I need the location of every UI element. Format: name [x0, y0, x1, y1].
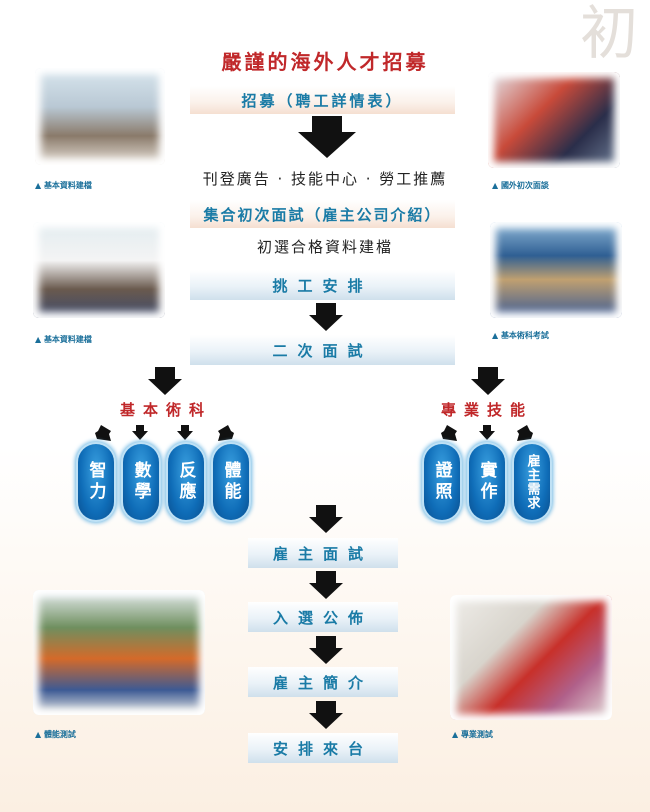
pill-reaction: 反應	[168, 444, 204, 520]
arrow-diagonal-icon	[517, 425, 533, 441]
step-selection-announcement: 入選公佈	[248, 602, 398, 632]
photo-caption: ▲ 基本資料建檔	[35, 335, 92, 344]
photo-registration-2	[33, 222, 165, 318]
arrow-diagonal-icon	[441, 425, 457, 441]
pill-math: 數學	[123, 444, 159, 520]
pill-practical: 實作	[469, 444, 505, 520]
arrow-down-icon	[298, 116, 356, 158]
pill-intelligence: 智力	[78, 444, 114, 520]
photo-professional-test	[450, 595, 612, 720]
step-recruitment: 招募（聘工詳情表）	[190, 86, 455, 114]
arrow-down-icon	[309, 571, 343, 599]
arrow-down-icon	[309, 505, 343, 533]
photo-overseas-interview	[488, 72, 620, 168]
photo-caption: ▲ 基本資料建檔	[35, 181, 92, 190]
arrow-down-icon	[132, 425, 148, 440]
step-first-interview: 集合初次面試（雇主公司介紹）	[190, 200, 455, 228]
category-professional-skills: 專業技能	[441, 401, 534, 419]
step-second-interview: 二次面試	[190, 335, 455, 365]
photo-skill-exam	[490, 222, 622, 318]
photo-fitness-test	[33, 590, 205, 715]
recruitment-sources: 刊登廣告 · 技能中心 · 勞工推薦	[202, 170, 448, 188]
calligraphy-watermark: 初	[579, 0, 638, 67]
photo-caption: ▲ 專業測試	[452, 730, 493, 739]
pill-certificate: 證照	[424, 444, 460, 520]
photo-caption: ▲ 體能測試	[35, 730, 76, 739]
arrow-down-icon	[177, 425, 193, 440]
photo-registration-1	[35, 68, 165, 165]
pill-fitness: 體能	[213, 444, 249, 520]
arrow-down-icon	[309, 701, 343, 729]
arrow-down-icon	[479, 425, 495, 440]
step-arrange-arrival: 安排來台	[248, 733, 398, 763]
category-basic-subjects: 基本術科	[120, 401, 213, 419]
photo-caption: ▲ 國外初次面談	[492, 181, 549, 190]
arrow-down-icon	[309, 303, 343, 331]
photo-caption: ▲ 基本術科考試	[492, 331, 549, 340]
arrow-down-icon	[471, 367, 505, 395]
arrow-diagonal-icon	[218, 425, 234, 441]
arrow-down-icon	[148, 367, 182, 395]
profile-filing: 初選合格資料建檔	[256, 238, 393, 256]
page-title: 嚴謹的海外人才招募	[221, 50, 429, 74]
arrow-down-icon	[309, 636, 343, 664]
step-employer-interview: 雇主面試	[248, 538, 398, 568]
pill-employer-needs: 雇主需求	[514, 444, 550, 520]
step-worker-selection: 挑工安排	[190, 270, 455, 300]
step-employer-briefing: 雇主簡介	[248, 667, 398, 697]
arrow-diagonal-icon	[95, 425, 111, 441]
